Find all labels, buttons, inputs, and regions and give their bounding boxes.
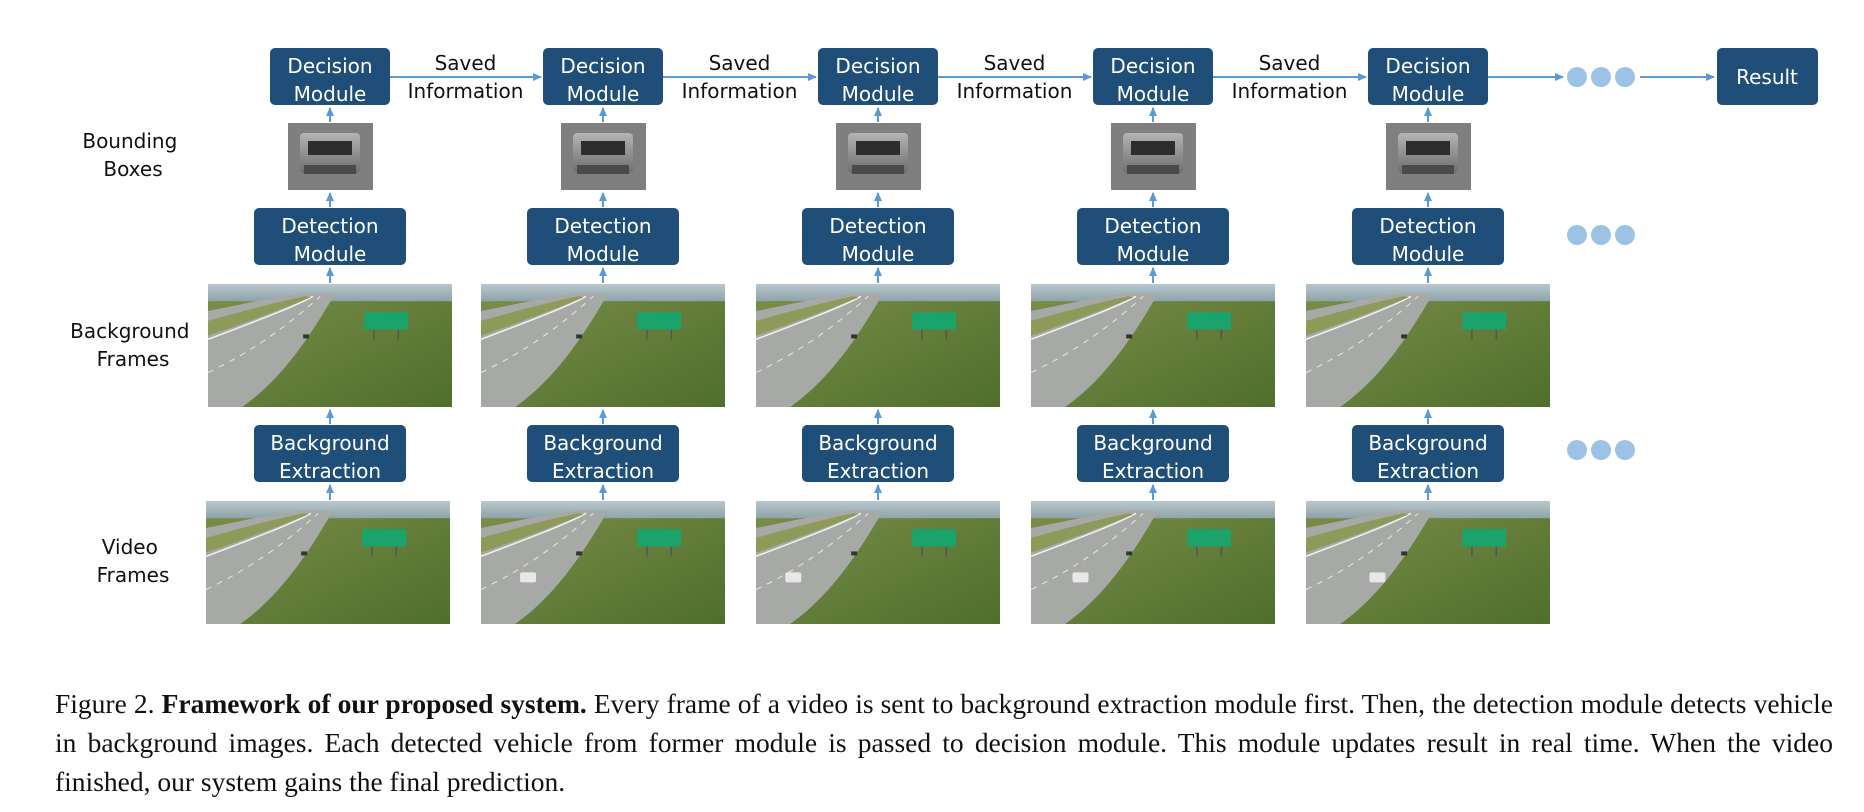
video-frame-3 bbox=[755, 501, 1000, 624]
result-label: Result bbox=[1736, 65, 1798, 89]
decision-module-3-box bbox=[818, 48, 938, 105]
framework-diagram: Bounding Boxes Background Frames Video F… bbox=[70, 48, 1818, 624]
detection-module-1-box bbox=[254, 208, 406, 265]
background-extraction-1-box bbox=[254, 425, 406, 482]
decision-module-2-box bbox=[543, 48, 663, 105]
background-extraction-4-box bbox=[1077, 425, 1229, 482]
background-frame-4 bbox=[1030, 284, 1275, 407]
background-frame-2 bbox=[480, 284, 725, 407]
decision-module-1-box bbox=[270, 48, 390, 105]
background-extraction-2-box bbox=[527, 425, 679, 482]
decision-module-5-box bbox=[1368, 48, 1488, 105]
decision-module-4-box bbox=[1093, 48, 1213, 105]
background-extraction-3-box bbox=[802, 425, 954, 482]
video-frame-4 bbox=[1030, 501, 1275, 624]
background-extraction-5-box bbox=[1352, 425, 1504, 482]
continuation-dots-decision bbox=[1567, 67, 1635, 87]
video-frame-2 bbox=[480, 501, 725, 624]
row-label-bounding-boxes: Bounding Boxes bbox=[82, 129, 183, 181]
detection-module-5-box bbox=[1352, 208, 1504, 265]
video-frame-1 bbox=[205, 501, 450, 624]
caption-prefix: Figure 2. bbox=[55, 688, 162, 719]
row-label-video-frames: Video Frames bbox=[97, 535, 170, 587]
result-box bbox=[1717, 48, 1818, 105]
detection-module-4-box bbox=[1077, 208, 1229, 265]
detection-module-3-box bbox=[802, 208, 954, 265]
background-frame-5 bbox=[1305, 284, 1550, 407]
background-frame-1 bbox=[207, 284, 452, 407]
detection-module-2-box bbox=[527, 208, 679, 265]
caption-title: Framework of our proposed system. bbox=[161, 688, 587, 719]
figure-caption: Figure 2. Framework of our proposed syst… bbox=[55, 684, 1833, 801]
continuation-dots-extraction bbox=[1567, 440, 1635, 460]
continuation-dots-detection bbox=[1567, 225, 1635, 245]
row-label-background-frames: Background Frames bbox=[70, 319, 196, 371]
caption-body: Every frame of a video is sent to backgr… bbox=[55, 688, 1833, 797]
video-frame-5 bbox=[1305, 501, 1550, 624]
background-frame-3 bbox=[755, 284, 1000, 407]
